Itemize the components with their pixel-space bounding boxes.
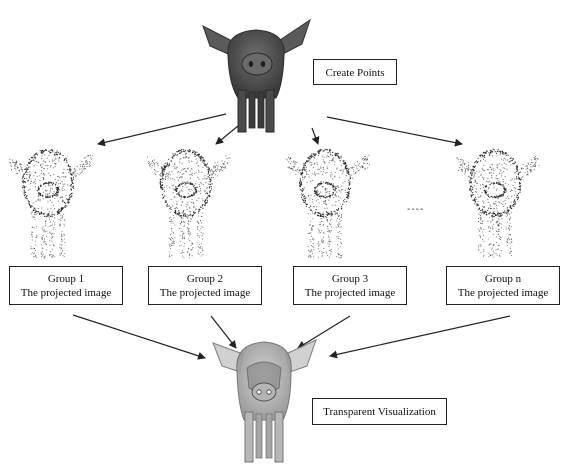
arrow-to-group-1 (98, 114, 226, 144)
group-1-caption: The projected image (10, 286, 122, 300)
arrow-to-group-3 (312, 128, 318, 144)
arrow-from-group-n (330, 316, 510, 356)
arrow-to-group-n (327, 117, 462, 144)
arrow-from-group-3 (298, 316, 350, 348)
group-3-title: Group 3 (294, 272, 406, 286)
transparent-visualization-label: Transparent Visualization (313, 405, 446, 419)
point-cloud-pig-1 (9, 149, 93, 259)
create-points-box: Create Points (313, 59, 397, 85)
group-box-3: Group 3 The projected image (293, 266, 407, 305)
group-n-caption: The projected image (447, 286, 559, 300)
group-2-caption: The projected image (149, 286, 261, 300)
group-2-title: Group 2 (149, 272, 261, 286)
group-n-title: Group n (447, 272, 559, 286)
group-box-2: Group 2 The projected image (148, 266, 262, 305)
point-cloud-layer (9, 149, 539, 259)
arrow-to-group-2 (216, 126, 238, 144)
ellipsis-dashes: ---- (407, 204, 424, 215)
group-3-caption: The projected image (294, 286, 406, 300)
transparent-visualization-box: Transparent Visualization (312, 398, 447, 425)
point-cloud-pig-3 (286, 149, 371, 258)
point-cloud-pig-2 (147, 149, 231, 259)
group-box-n: Group n The projected image (446, 266, 560, 305)
point-cloud-pig-4 (457, 149, 540, 258)
group-1-title: Group 1 (10, 272, 122, 286)
create-points-label: Create Points (314, 66, 396, 80)
transparent-pig-model (213, 340, 316, 462)
group-box-1: Group 1 The projected image (9, 266, 123, 305)
arrow-from-group-1 (73, 315, 205, 358)
